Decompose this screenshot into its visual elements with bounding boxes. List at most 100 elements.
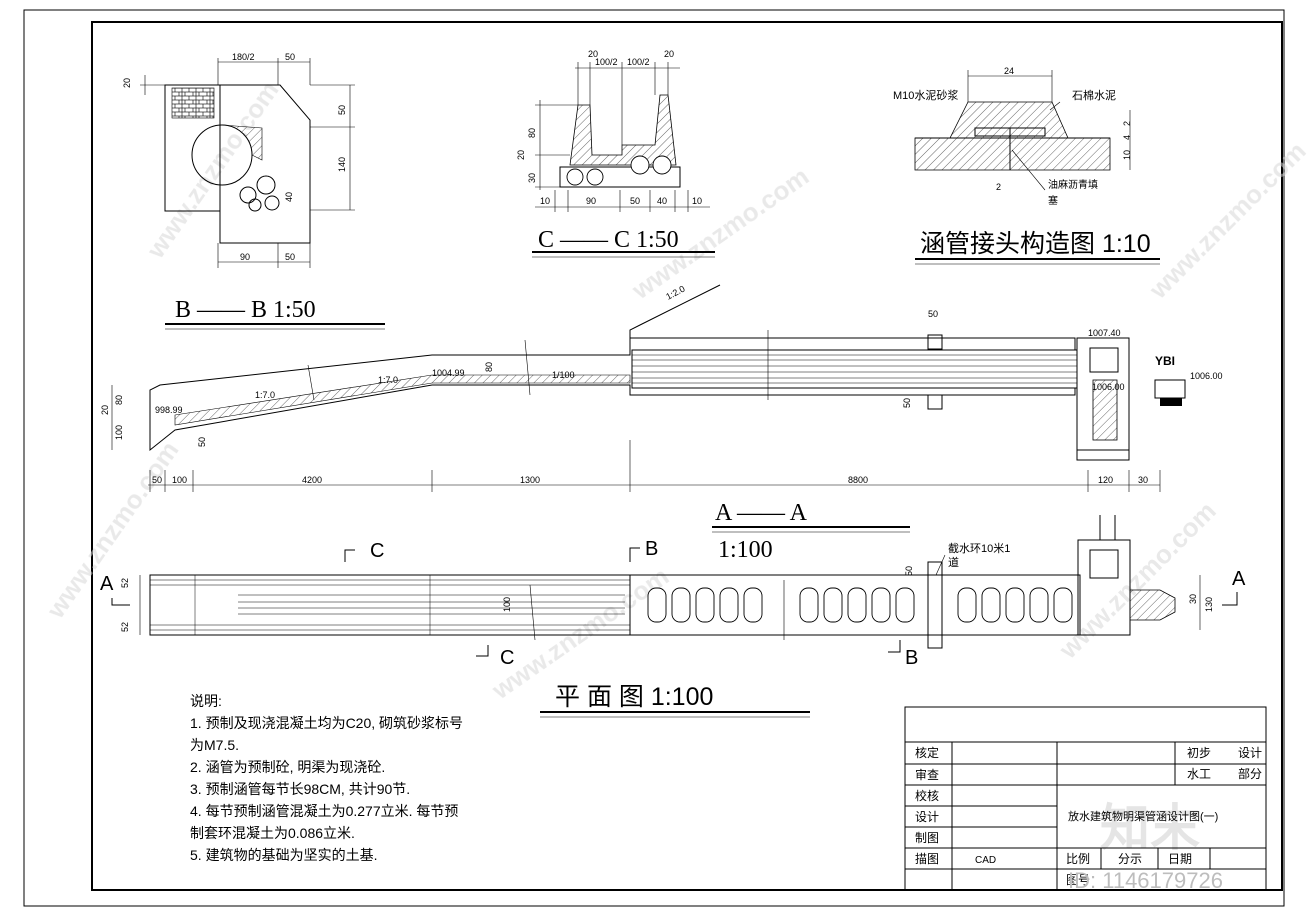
dim-label: 52 [120,578,130,588]
dim-label: 80 [527,128,537,138]
role-label: 设计 [915,810,939,824]
note-line: 制套环混凝土为0.086立米. [190,825,355,841]
note-line: 4. 每节预制涵管混凝土为0.277立米. 每节预 [190,803,458,819]
sheet-label: 图号 [1066,873,1090,887]
dim-label: 50 [285,52,295,62]
section-b-title-group: B —— B 1:50 [165,297,385,330]
dim-label: 20 [588,49,598,59]
marker-a-left: A [100,573,114,595]
dim-label: 4200 [302,475,322,485]
joint-label-fill: 油麻沥青填 [1048,178,1098,191]
marker-b-top: B [645,538,658,560]
dim-label: 1300 [520,475,540,485]
dim-label: 8800 [848,475,868,485]
longitudinal-profile: 1:2.0 1:7.0 1:7.0 1/100 YBI 998.99 1004.… [100,284,1223,492]
date-label: 日期 [1168,852,1192,866]
section-a-title: A —— A [715,500,808,526]
dim-label: 24 [1004,66,1014,76]
dim-label: 180/2 [232,52,255,62]
dim-label: 80 [484,362,494,372]
dim-label: 20 [100,405,110,415]
role-label: 核定 [915,745,939,760]
marker-c-top: C [370,540,384,562]
title-block: 核定 审查 校核 设计 制图 描图 CAD 初步 设计 水工 部分 放水建筑物明… [904,706,1267,891]
dim-label: 4 [1122,135,1132,140]
head-wall-detail: 180/2 50 50 140 20 40 90 50 [122,52,355,268]
dim-label: 40 [284,192,294,202]
inner-frame [91,21,1283,891]
dim-label: 130 [1204,597,1214,612]
elevation-label: 1004.99 [432,368,465,378]
dim-label: 20 [664,49,674,59]
dim-label: 20 [516,150,526,160]
elevation-label: 1006.00 [1190,371,1223,381]
scale-value: 分示 [1118,852,1142,866]
dim-label: 120 [1098,475,1113,485]
note-line: 为M7.5. [190,737,239,753]
slope-label: 1:7.0 [378,375,398,385]
dim-label: 10 [1122,150,1132,160]
stage-label: 初步 [1187,746,1211,760]
dim-label: 50 [197,437,207,447]
dim-label: 2 [1122,121,1132,126]
dim-label: 100/2 [595,57,618,67]
outer-frame [23,9,1285,907]
dim-label: 100/2 [627,57,650,67]
dim-label: 90 [240,252,250,262]
section-c-title: C —— C 1:50 [538,227,679,253]
dim-label: 140 [337,157,347,172]
ring-label-2: 道 [948,555,959,569]
cad-label: CAD [975,855,996,866]
label-ybi: YBI [1155,354,1175,368]
stage-value: 设计 [1238,746,1262,760]
marker-a-right: A [1232,568,1246,590]
watermark-id: ID: 1146179726 [1068,868,1223,893]
dim-label: 30 [527,173,537,183]
dim-label: 50 [902,398,912,408]
dim-label: 30 [1188,594,1198,604]
joint-label-fill2: 塞 [1048,194,1058,207]
dim-label: 100 [172,475,187,485]
dim-label: 100 [114,425,124,440]
dim-label: 50 [630,196,640,206]
marker-c-bottom: C [500,647,514,669]
dim-label: 90 [586,196,596,206]
dim-label: 50 [904,566,914,576]
dim-label: 2 [996,182,1001,192]
role-label: 描图 [915,852,939,866]
dim-label: 50 [928,309,938,319]
design-notes: 说明: 1. 预制及现浇混凝土均为C20, 砌筑砂浆标号 为M7.5. 2. 涵… [190,693,463,863]
scale-label: 比例 [1066,852,1090,866]
elevation-label: 998.99 [155,405,183,415]
slope-label: 1:7.0 [255,390,275,400]
dept-value: 部分 [1238,766,1262,781]
section-a-scale: 1:100 [718,537,773,563]
role-label: 校核 [915,788,939,803]
dim-label: 80 [114,395,124,405]
dim-label: 20 [122,78,132,88]
joint-detail: 24 M10水泥砂浆 石棉水泥 油麻沥青填 塞 2 4 10 2 涵管接头构造图… [893,66,1160,265]
drawing-name: 放水建筑物明渠管涵设计图(一) [1068,809,1218,823]
note-line: 1. 预制及现浇混凝土均为C20, 砌筑砂浆标号 [190,715,463,731]
notes-heading: 说明: [190,693,222,709]
note-line: 5. 建筑物的基础为坚实的土基. [190,847,377,863]
dim-label: 50 [152,475,162,485]
slope-label: 1/100 [552,370,575,380]
dim-label: 40 [657,196,667,206]
role-label: 制图 [915,831,939,845]
plan-title: 平 面 图 1:100 [555,683,713,711]
joint-label-right: 石棉水泥 [1072,88,1116,102]
dim-label: 100 [502,597,512,612]
watermark-text: www.znzmo.com [40,435,185,624]
section-b-title: B —— B 1:50 [175,297,316,323]
dim-label: 50 [285,252,295,262]
note-line: 2. 涵管为预制砼, 明渠为现浇砼. [190,759,385,775]
marker-b-bottom: B [905,647,918,669]
joint-title: 涵管接头构造图 1:10 [920,230,1151,258]
section-c-c: 80 20 30 20 100/2 100/2 20 10 90 50 40 1… [516,49,715,258]
dim-label: 30 [1138,475,1148,485]
dim-label: 52 [120,622,130,632]
dim-label: 10 [540,196,550,206]
ring-label: 截水环10米1 [948,541,1010,555]
